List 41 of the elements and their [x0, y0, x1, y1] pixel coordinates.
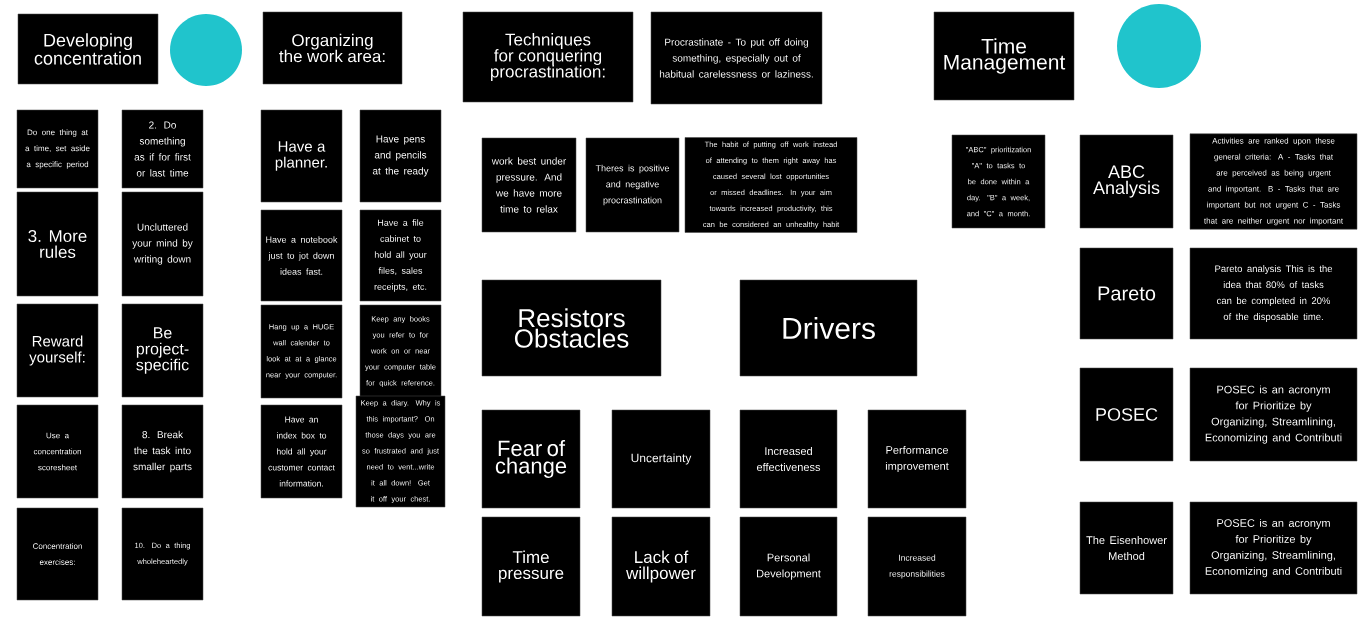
sticky-note: Techniques for conquering procrastination:	[462, 11, 634, 103]
sticky-note: Have pens and pencils at the ready	[359, 109, 442, 203]
sticky-note: Uncluttered your mind by writing down	[121, 191, 204, 297]
sticky-note: Time Management	[933, 11, 1075, 101]
sticky-note: 8. Break the task into smaller parts	[121, 404, 204, 499]
sticky-note: POSEC is an acronym for Prioritize by Organizing, Streamlining, Economizing and Contributi	[1189, 367, 1358, 462]
circle-marker	[170, 14, 242, 86]
sticky-note: POSEC is an acronym for Prioritize by Organizing, Streamlining, Economizing and Contributi	[1189, 501, 1358, 595]
sticky-note: Activities are ranked upon these general criteria: A - Tasks that are perceived as being urgent and important. B - Tasks that are important but not urgent C - Tasks that are neither urgent nor important	[1189, 133, 1358, 230]
sticky-note: Developing concentration	[17, 13, 159, 85]
sticky-note: 2. Do something as if for first or last time	[121, 109, 204, 189]
sticky-note: Have an index box to hold all your customer contact information.	[260, 404, 343, 499]
sticky-note: Uncertainty	[611, 409, 711, 509]
sticky-note: Pareto analysis This is the idea that 80% of tasks can be completed in 20% of the disposable time.	[1189, 247, 1358, 340]
sticky-note: Lack of willpower	[611, 516, 711, 617]
sticky-note: Use a concentration scoresheet	[16, 404, 99, 499]
sticky-note: The Eisenhower Method	[1079, 501, 1174, 595]
sticky-note: Reward yourself:	[16, 303, 99, 398]
sticky-note: Have a planner.	[260, 109, 343, 203]
sticky-note: Drivers	[739, 279, 918, 377]
sticky-note: Time pressure	[481, 516, 581, 617]
sticky-note: work best under pressure. And we have more time to relax	[481, 137, 577, 233]
sticky-note: POSEC	[1079, 367, 1174, 462]
sticky-note: Organizing the work area:	[262, 11, 403, 85]
circle-marker	[1117, 4, 1201, 88]
sticky-note: Pareto	[1079, 247, 1174, 340]
sticky-note: Fear of change	[481, 409, 581, 509]
sticky-note: ABC Analysis	[1079, 134, 1174, 229]
sticky-note: Increased effectiveness	[739, 409, 838, 509]
sticky-note: 3. More rules	[16, 191, 99, 297]
sticky-note: Theres is positive and negative procrastination	[585, 137, 680, 233]
sticky-note: Resistors Obstacles	[481, 279, 662, 377]
sticky-note: Have a notebook just to jot down ideas fast.	[260, 209, 343, 302]
sticky-note: Be project-specific	[121, 303, 204, 398]
sticky-note: Do one thing at a time, set aside a specific period	[16, 109, 99, 189]
sticky-note: Increased responsibilities	[867, 516, 967, 617]
sticky-note: Procrastinate - To put off doing something, especially out of habitual carelessness or laziness.	[650, 11, 823, 105]
sticky-note: Personal Development	[739, 516, 838, 617]
sticky-note: Performance improvement	[867, 409, 967, 509]
sticky-note: Have a file cabinet to hold all your files, sales receipts, etc.	[359, 209, 442, 302]
sticky-note: Concentration exercises:	[16, 507, 99, 601]
